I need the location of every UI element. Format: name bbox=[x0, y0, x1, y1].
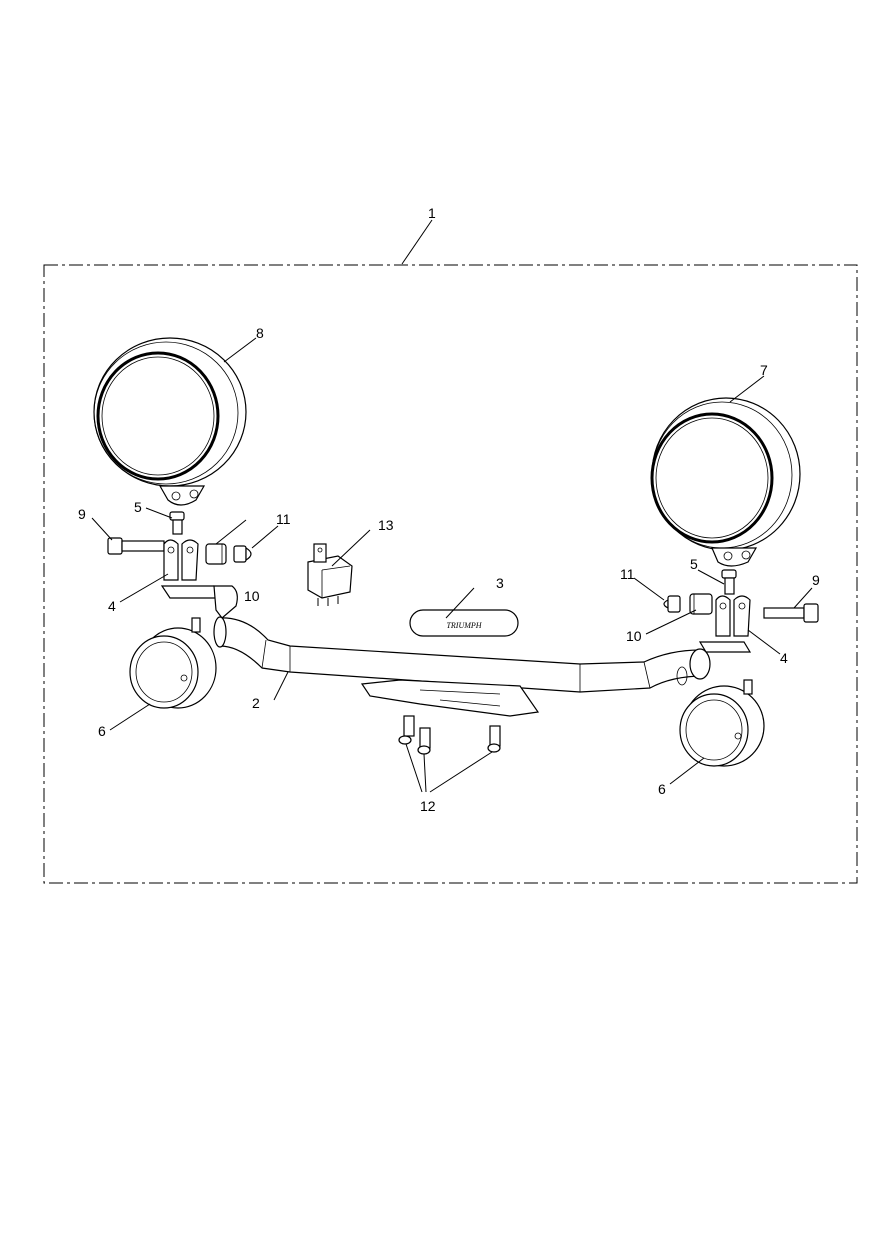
callout-13: 13 bbox=[378, 517, 394, 533]
callout-12: 12 bbox=[420, 798, 436, 814]
callout-4-right: 4 bbox=[780, 650, 788, 666]
relay bbox=[307, 543, 353, 606]
callout-7: 7 bbox=[760, 362, 768, 378]
callout-6-right: 6 bbox=[658, 781, 666, 797]
right-pin bbox=[721, 569, 737, 595]
callout-11-right: 11 bbox=[620, 566, 635, 582]
screws bbox=[398, 715, 501, 755]
callout-8: 8 bbox=[256, 325, 264, 341]
badge-text: TRIUMPH bbox=[446, 621, 482, 630]
leader-lines bbox=[91, 219, 813, 793]
right-bolt bbox=[763, 603, 819, 623]
callout-labels: 1 2 3 4 4 5 5 6 6 7 8 9 9 10 10 11 11 12… bbox=[78, 205, 820, 814]
callout-9-right: 9 bbox=[812, 572, 820, 588]
callout-10-right: 10 bbox=[626, 628, 642, 644]
left-nut bbox=[233, 545, 252, 563]
right-spacer bbox=[689, 593, 713, 615]
left-bolt bbox=[107, 537, 165, 555]
callout-3: 3 bbox=[496, 575, 504, 591]
light-bar bbox=[213, 616, 711, 717]
callout-1: 1 bbox=[428, 205, 436, 221]
left-spacer bbox=[205, 543, 227, 565]
callout-5-left: 5 bbox=[134, 499, 142, 515]
left-fog-lamp bbox=[129, 617, 217, 709]
right-fog-lamp bbox=[679, 679, 765, 767]
callout-11-left: 11 bbox=[276, 511, 291, 527]
left-main-lamp bbox=[93, 337, 247, 506]
callout-4-left: 4 bbox=[108, 598, 116, 614]
callout-9-left: 9 bbox=[78, 506, 86, 522]
right-main-lamp bbox=[650, 397, 801, 567]
callout-10-left: 10 bbox=[244, 588, 260, 604]
triumph-badge: TRIUMPH bbox=[409, 609, 519, 637]
callout-5-right: 5 bbox=[690, 556, 698, 572]
right-nut bbox=[663, 595, 681, 613]
kit-boundary-frame bbox=[43, 264, 858, 884]
callout-2: 2 bbox=[252, 695, 260, 711]
left-pin bbox=[169, 511, 185, 535]
callout-6-left: 6 bbox=[98, 723, 106, 739]
left-bracket bbox=[160, 539, 238, 619]
